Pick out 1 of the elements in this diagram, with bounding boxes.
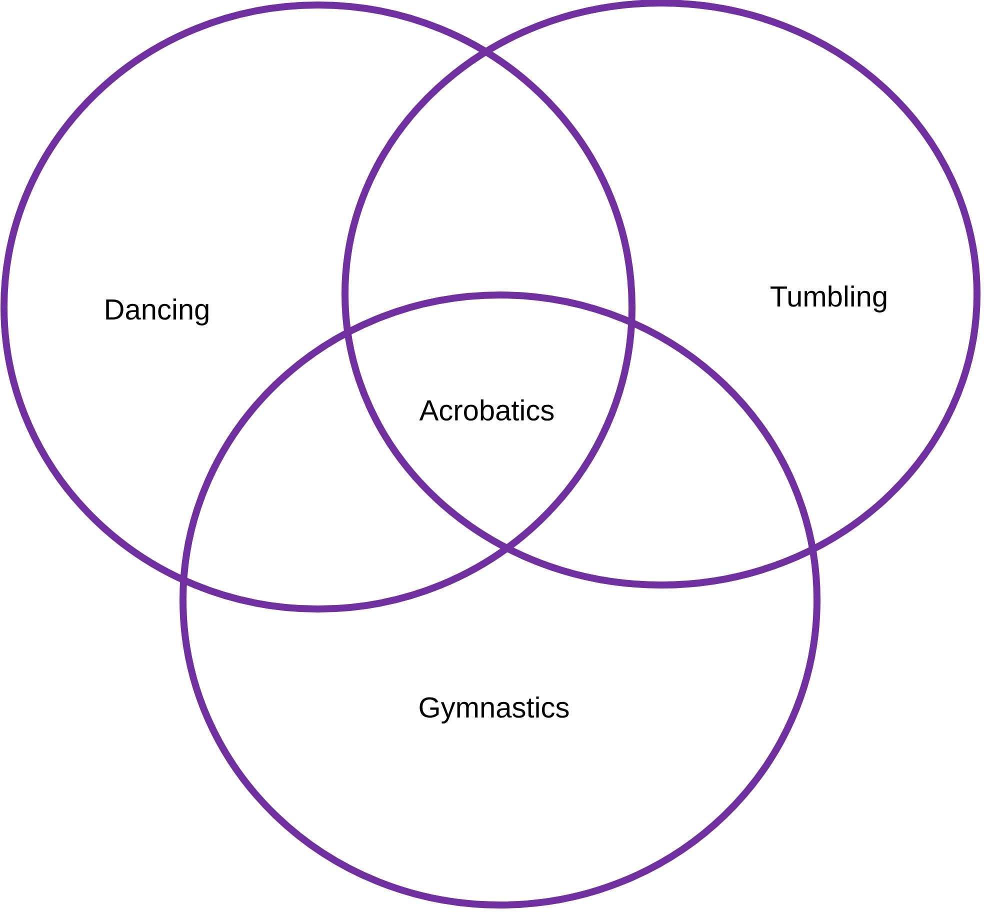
overlap-label: Acrobatics	[419, 399, 554, 421]
